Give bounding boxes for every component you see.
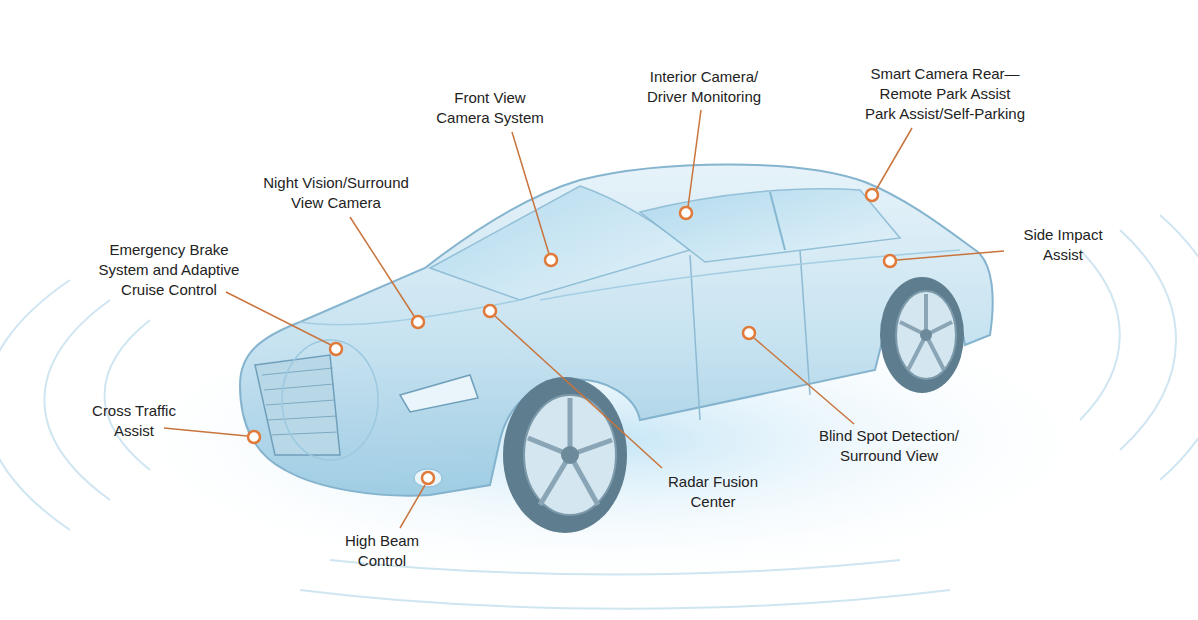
callout-label: Blind Spot Detection/ Surround View [819, 426, 959, 466]
label-line: Center [668, 492, 758, 512]
callout-label-holder: Interior Camera/ Driver Monitoring [647, 67, 761, 107]
label-line: Remote Park Assist [865, 84, 1025, 104]
callout-label: Front View Camera System [436, 88, 544, 128]
callout-label: Interior Camera/ Driver Monitoring [647, 67, 761, 107]
callout-label: Smart Camera Rear— Remote Park Assist Pa… [865, 64, 1025, 124]
label-line: Blind Spot Detection/ [819, 426, 959, 446]
label-line: Cruise Control [99, 280, 240, 300]
callout-label-holder: Blind Spot Detection/ Surround View [819, 426, 959, 466]
label-line: Side Impact [1023, 225, 1102, 245]
label-line: Cross Traffic [92, 401, 176, 421]
callout-label-holder: Front View Camera System [436, 88, 544, 128]
label-line: System and Adaptive [99, 260, 240, 280]
label-line: Front View [436, 88, 544, 108]
label-line: Camera System [436, 108, 544, 128]
label-line: Surround View [819, 446, 959, 466]
label-line: Driver Monitoring [647, 87, 761, 107]
label-line: Park Assist/Self-Parking [865, 104, 1025, 124]
label-line: Interior Camera/ [647, 67, 761, 87]
label-line: View Camera [263, 193, 409, 213]
label-line: Night Vision/Surround [263, 173, 409, 193]
label-line: Radar Fusion [668, 472, 758, 492]
callout-label: Cross Traffic Assist [92, 401, 176, 441]
callout-label-holder: High Beam Control [345, 531, 419, 571]
callout-label: Emergency Brake System and Adaptive Crui… [99, 240, 240, 300]
label-line: Emergency Brake [99, 240, 240, 260]
callout-label: High Beam Control [345, 531, 419, 571]
label-line: Assist [1023, 245, 1102, 265]
callout-label: Side Impact Assist [1023, 225, 1102, 265]
callout-label-holder: Emergency Brake System and Adaptive Crui… [99, 240, 240, 300]
label-line: Assist [92, 421, 176, 441]
callout-label: Radar Fusion Center [668, 472, 758, 512]
callout-label-holder: Night Vision/Surround View Camera [263, 173, 409, 213]
label-line: High Beam [345, 531, 419, 551]
label-line: Smart Camera Rear— [865, 64, 1025, 84]
callout-label-holder: Smart Camera Rear— Remote Park Assist Pa… [865, 64, 1025, 124]
callout-label-holder: Side Impact Assist [1023, 225, 1102, 265]
label-line: Control [345, 551, 419, 571]
callout-label-holder: Radar Fusion Center [668, 472, 758, 512]
callout-label: Night Vision/Surround View Camera [263, 173, 409, 213]
callout-label-holder: Cross Traffic Assist [92, 401, 176, 441]
